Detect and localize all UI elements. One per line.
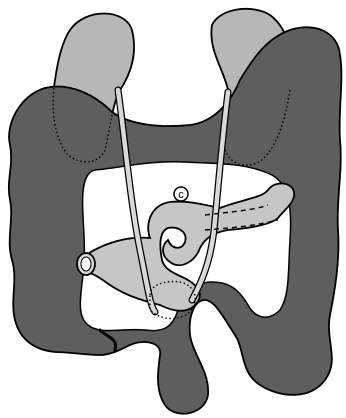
marker-c-label: c: [178, 189, 184, 201]
bowel-stump-lumen: [81, 257, 91, 271]
